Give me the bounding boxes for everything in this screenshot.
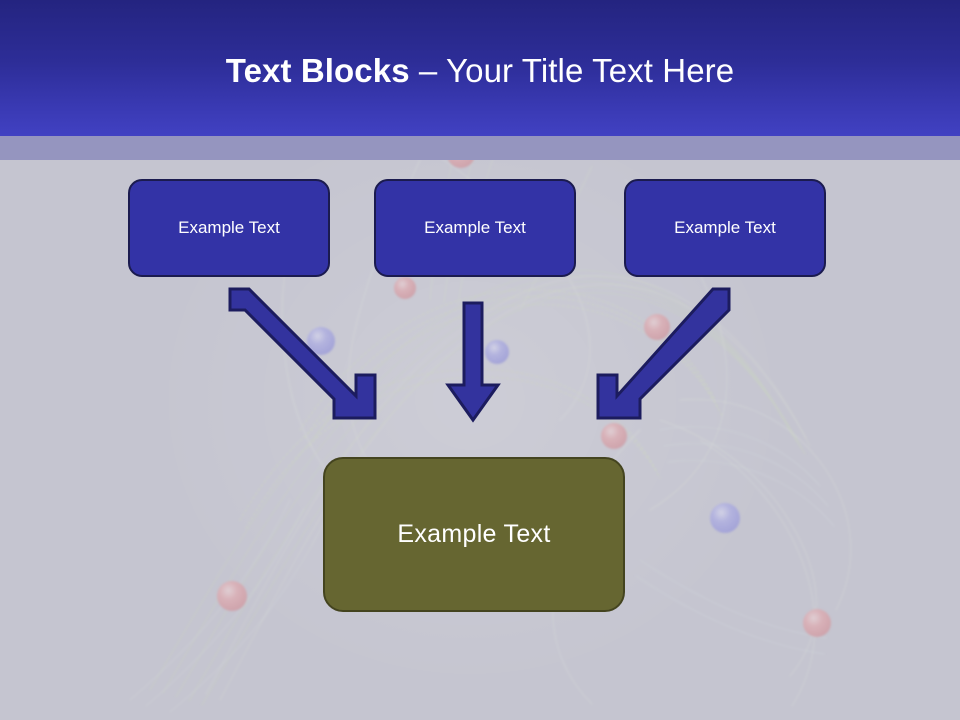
arrow-right-diagonal-icon: [596, 287, 731, 420]
decor-sphere-pink-4: [601, 423, 627, 449]
arrow-left-diagonal-icon: [228, 287, 377, 420]
page-title-bold-part: Text Blocks: [225, 52, 410, 89]
decor-sphere-pink-5: [217, 581, 247, 611]
text-block-bottom-label: Example Text: [397, 520, 551, 548]
page-title: Text Blocks – Your Title Text Here: [0, 50, 960, 92]
arrow-center-vertical-icon: [445, 301, 501, 423]
decor-sphere-blue-1: [307, 327, 335, 355]
slide-header-accent-band: [0, 136, 960, 160]
decor-sphere-blue-3: [710, 503, 740, 533]
text-block-top-3-label: Example Text: [674, 218, 776, 237]
text-block-top-1[interactable]: Example Text: [128, 179, 330, 277]
decor-sphere-pink-2: [394, 277, 416, 299]
decor-sphere-pink-6: [803, 609, 831, 637]
page-title-regular-part: – Your Title Text Here: [409, 52, 735, 89]
text-block-top-3[interactable]: Example Text: [624, 179, 826, 277]
text-block-bottom[interactable]: Example Text: [323, 457, 625, 612]
decor-sphere-blue-2: [485, 340, 509, 364]
decor-sphere-pink-3: [644, 314, 670, 340]
text-block-top-2-label: Example Text: [424, 218, 526, 237]
text-block-top-1-label: Example Text: [178, 218, 280, 237]
text-block-top-2[interactable]: Example Text: [374, 179, 576, 277]
